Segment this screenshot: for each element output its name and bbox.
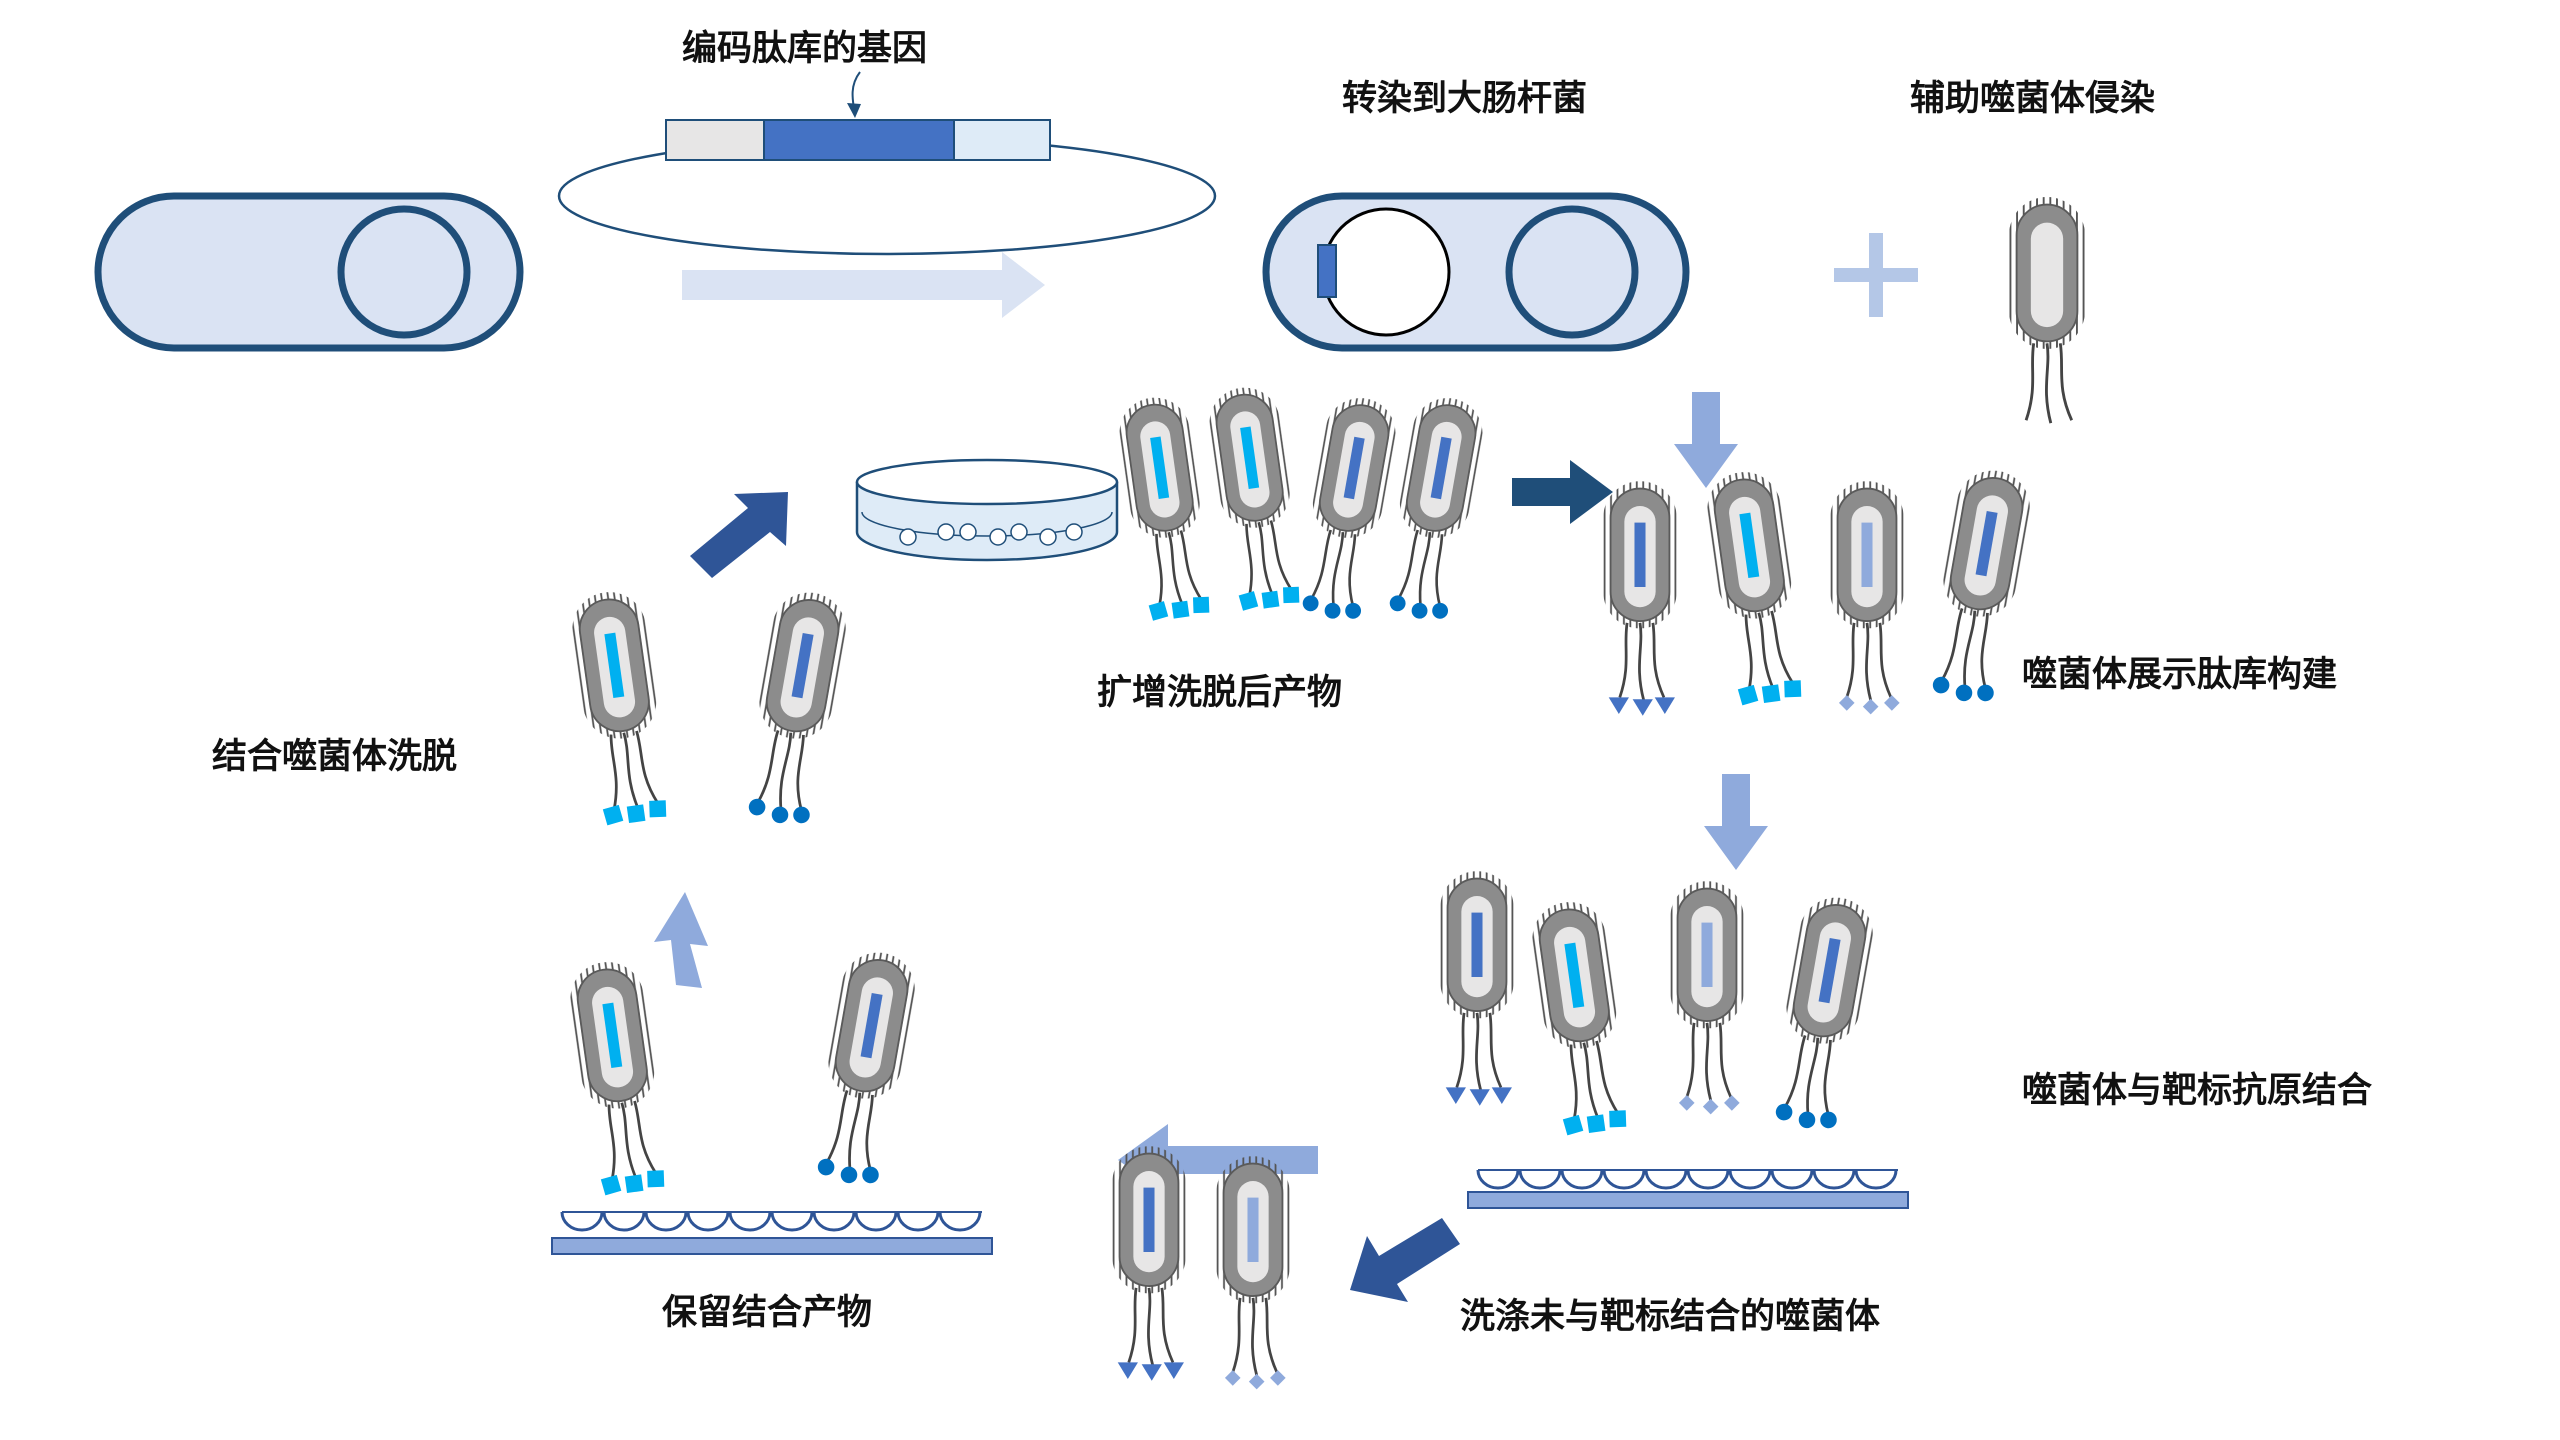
arrow-icon [1674, 392, 1738, 488]
arrow-icon [1704, 774, 1768, 870]
arrow-icon [1350, 1218, 1460, 1302]
arrow-icon [690, 492, 788, 578]
plasmid-icon [557, 71, 1217, 256]
label-library: 噬菌体展示肽库构建 [2022, 655, 2338, 695]
label-gene: 编码肽库的基因 [682, 29, 928, 69]
phage-icon [1294, 391, 1403, 624]
label-bind-target: 噬菌体与靶标抗原结合 [2022, 1071, 2373, 1111]
plus-icon [1834, 233, 1918, 317]
phage-icon [1110, 1144, 1188, 1381]
phage-icon [1766, 890, 1880, 1134]
phage-icon [566, 585, 673, 827]
phage-icon [1828, 479, 1906, 715]
phage-icon [2007, 195, 2087, 425]
label-wash: 洗涤未与靶标结合的噬菌体 [1460, 1297, 1881, 1337]
label-transfect: 转染到大肠杆菌 [1342, 79, 1588, 119]
label-helper: 辅助噬菌体侵染 [1910, 79, 2156, 119]
label-elute: 结合噬菌体洗脱 [212, 737, 458, 777]
label-retain: 保留结合产物 [662, 1293, 873, 1333]
phage-icon [808, 945, 922, 1189]
phage-icon [1668, 879, 1746, 1115]
phage-icon [564, 955, 671, 1197]
arrow-icon [682, 252, 1045, 318]
phage-icon [1601, 479, 1679, 716]
phage-icon [1113, 391, 1216, 622]
phage-icon [1381, 391, 1490, 624]
phage-icon [1203, 381, 1306, 612]
phage-icon [1438, 869, 1516, 1106]
bacterium-icon [1262, 192, 1690, 352]
receptor-plate-icon [551, 1210, 993, 1255]
phage-icon [1701, 465, 1808, 707]
phage-icon [739, 585, 853, 829]
phage-icon [1923, 463, 2037, 707]
receptor-plate-icon [1467, 1168, 1909, 1209]
arrow-icon [1512, 460, 1613, 524]
label-amplify: 扩增洗脱后产物 [1097, 673, 1343, 713]
bacterium-icon [94, 192, 524, 352]
arrow-icon [654, 892, 708, 988]
phage-icon [1526, 895, 1633, 1137]
petri-dish-icon [855, 458, 1119, 562]
phage-icon [1214, 1154, 1292, 1390]
